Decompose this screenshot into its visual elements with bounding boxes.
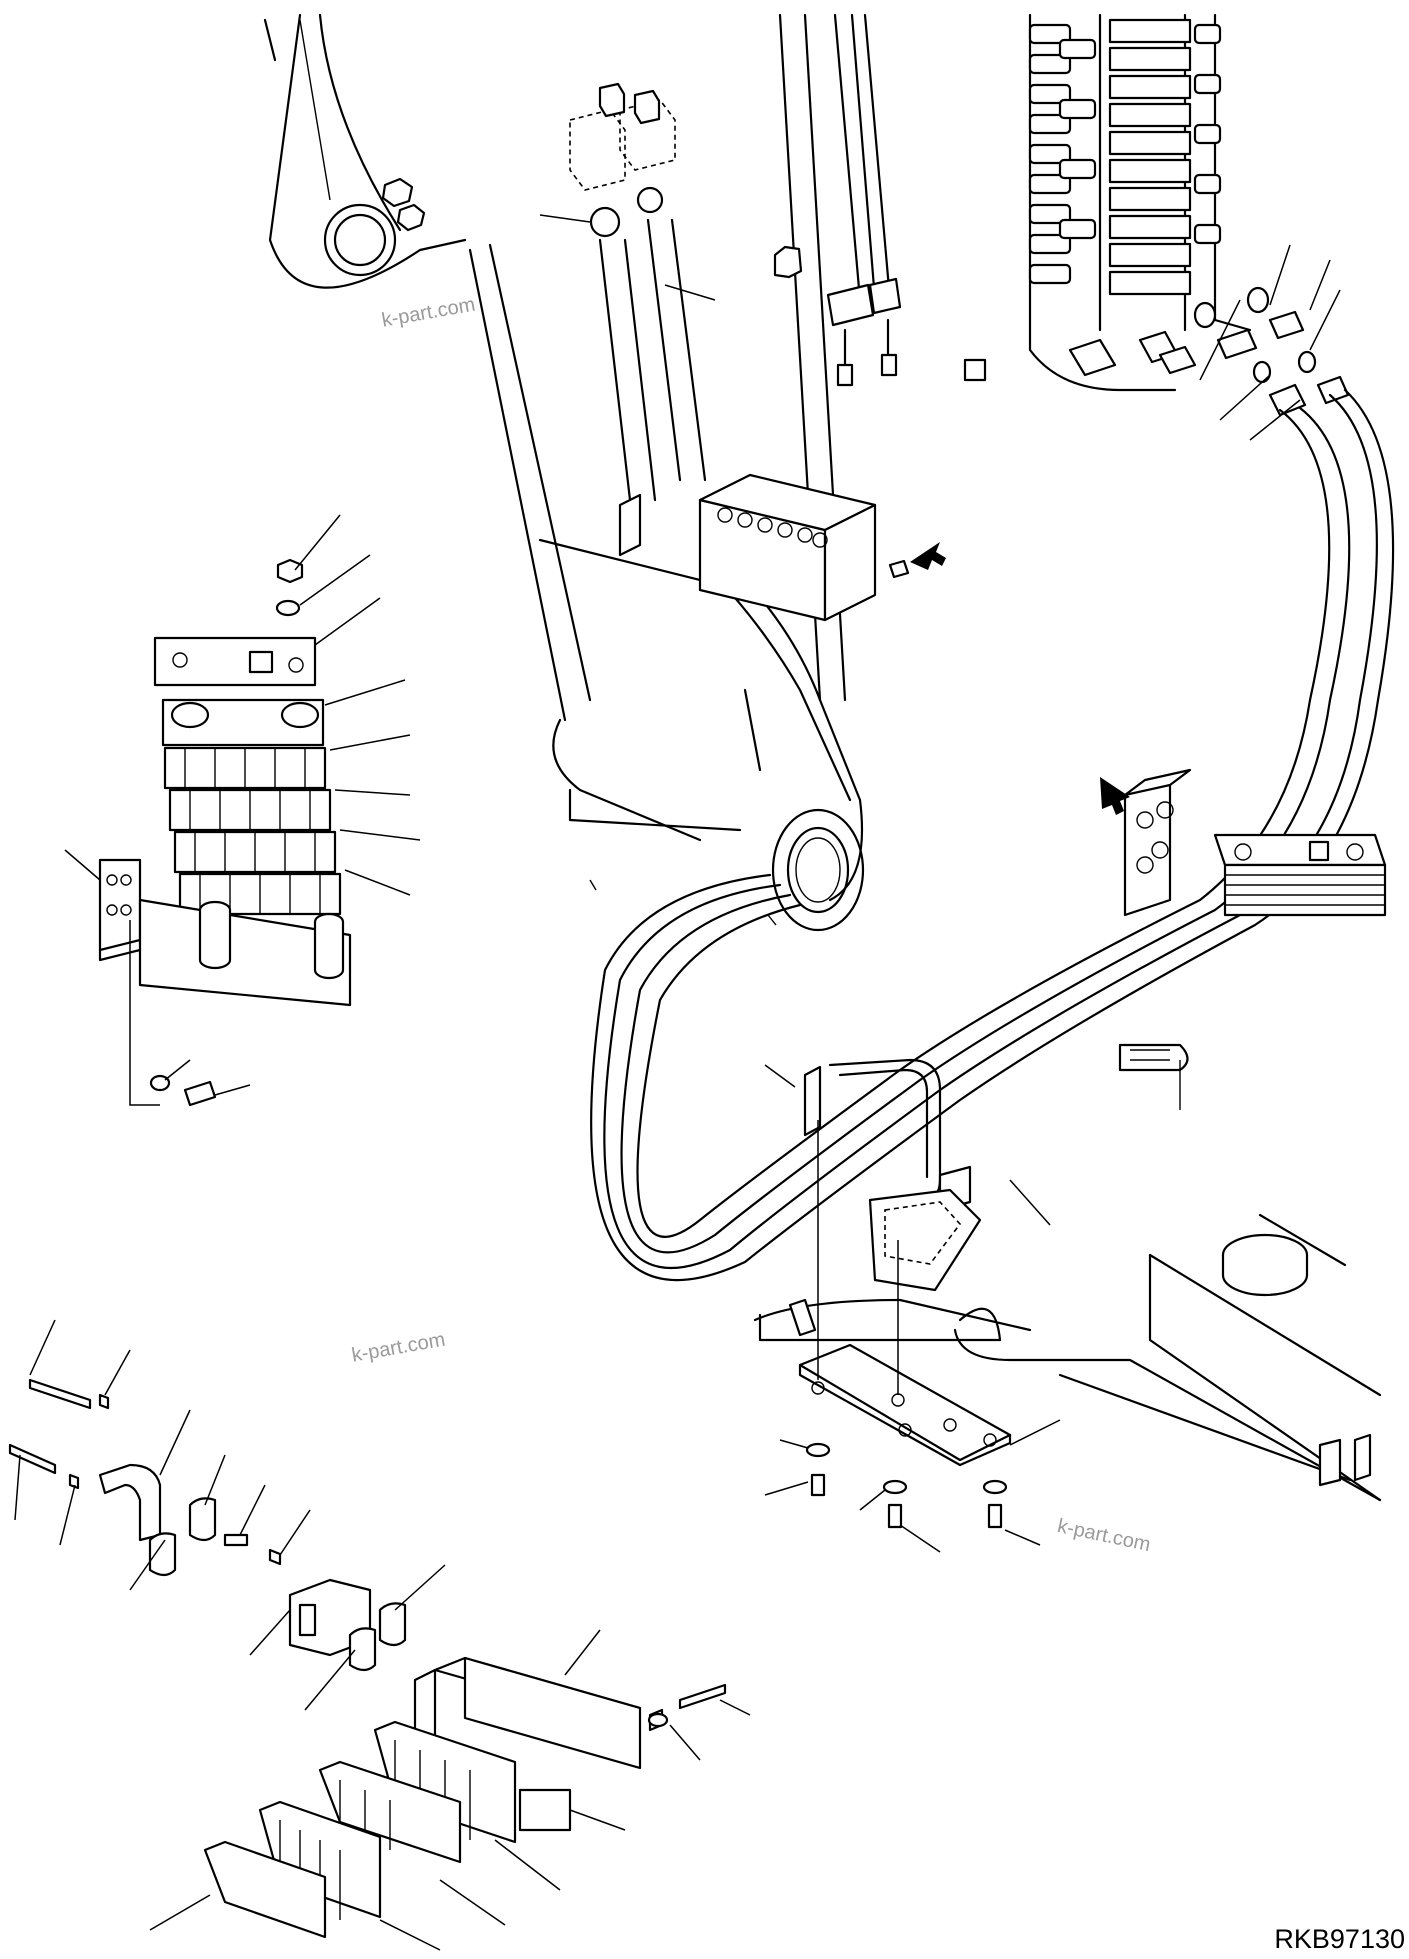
bottom-clamp-parts [8,1319,751,1951]
machine-frame [753,1213,1382,1502]
control-valve-block [963,13,1252,392]
u-bracket-assembly [764,1043,1189,1292]
mounting-plate [764,1120,1061,1553]
boom-arm [468,13,865,932]
frame-clamp-bracket [1100,768,1387,917]
left-clamp-stack [64,514,421,1107]
boom-side-plate [263,13,467,289]
hose-fittings-top [539,82,716,301]
drawing-code-label: RKB97130 [1274,1924,1405,1954]
valve-fittings [1193,244,1350,441]
boom-clamp-assembly [618,473,946,622]
boom-hoses [598,13,902,802]
